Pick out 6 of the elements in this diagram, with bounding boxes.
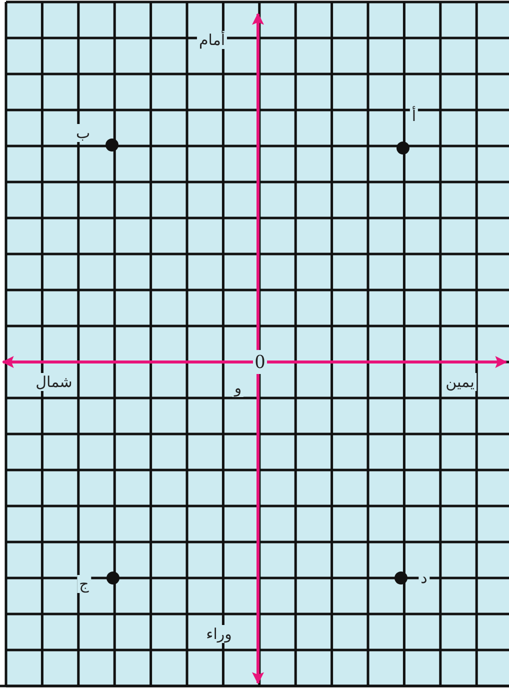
axis-label: يمين — [444, 373, 476, 391]
axis-label: أمام — [196, 31, 228, 49]
axis-label: وراء — [204, 625, 234, 643]
axis-label: شمال — [34, 373, 74, 391]
point-label: ج — [77, 575, 91, 593]
origin-label: 0 — [253, 350, 267, 374]
